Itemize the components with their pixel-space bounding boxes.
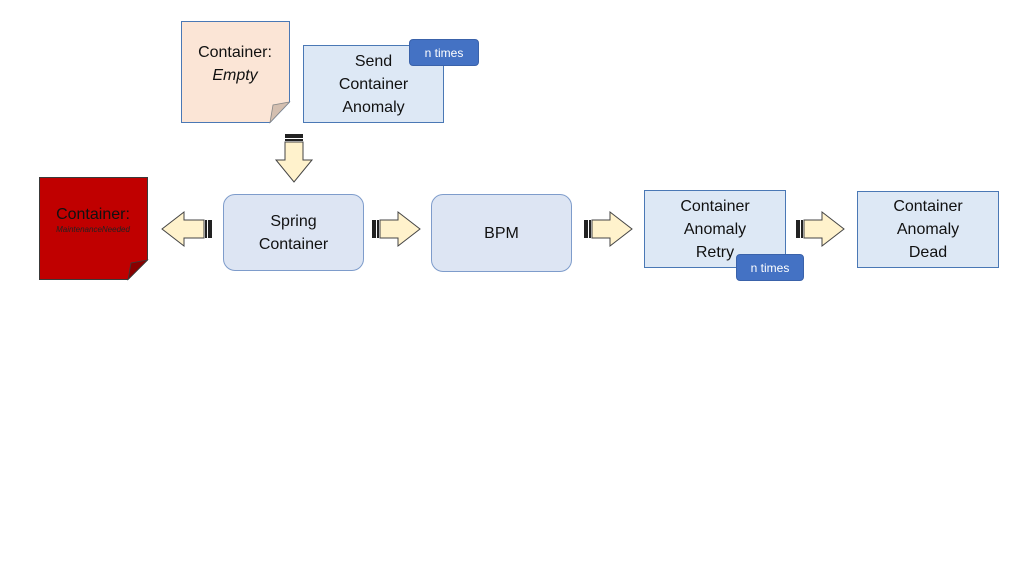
spring-container-box: Spring Container: [223, 194, 364, 271]
container-maintenance-label: Container:: [56, 206, 130, 223]
arrow-right-2: [584, 210, 633, 248]
container-maintenance-note-fold: [127, 259, 149, 281]
arrow-down: [274, 134, 314, 183]
send-anomaly-line3: Anomaly: [342, 98, 405, 116]
container-maintenance-state: MaintenanceNeeded: [56, 225, 130, 234]
anomaly-retry-line3: Retry: [695, 243, 735, 261]
send-anomaly-line1: Send: [354, 52, 393, 70]
arrow-right-3: [796, 210, 845, 248]
arrow-right-1: [372, 210, 421, 248]
arrow-left: [161, 210, 212, 248]
anomaly-dead-line2: Anomaly: [896, 221, 960, 238]
bpm-label: BPM: [484, 224, 519, 242]
bpm-box: BPM: [431, 194, 572, 272]
anomaly-dead-line1: Container: [893, 198, 963, 215]
container-empty-state: Empty: [212, 67, 258, 84]
container-empty-label: Container:: [198, 44, 272, 61]
send-n-times-badge: n times: [409, 39, 479, 66]
container-empty-note: Container: Empty: [181, 34, 289, 94]
container-anomaly-dead-box: Container Anomaly Dead: [857, 191, 999, 268]
container-empty-note-fold: [269, 101, 291, 124]
anomaly-dead-line3: Dead: [908, 244, 948, 261]
anomaly-retry-line1: Container: [680, 197, 750, 215]
spring-container-line2: Container: [258, 235, 329, 253]
spring-container-line1: Spring: [270, 212, 317, 230]
anomaly-retry-line2: Anomaly: [683, 220, 747, 238]
container-maintenance-note: Container: MaintenanceNeeded: [40, 200, 146, 240]
retry-n-times-badge: n times: [736, 254, 804, 281]
send-container-anomaly-box: Send Container Anomaly: [303, 45, 444, 123]
send-anomaly-line2: Container: [338, 75, 409, 93]
